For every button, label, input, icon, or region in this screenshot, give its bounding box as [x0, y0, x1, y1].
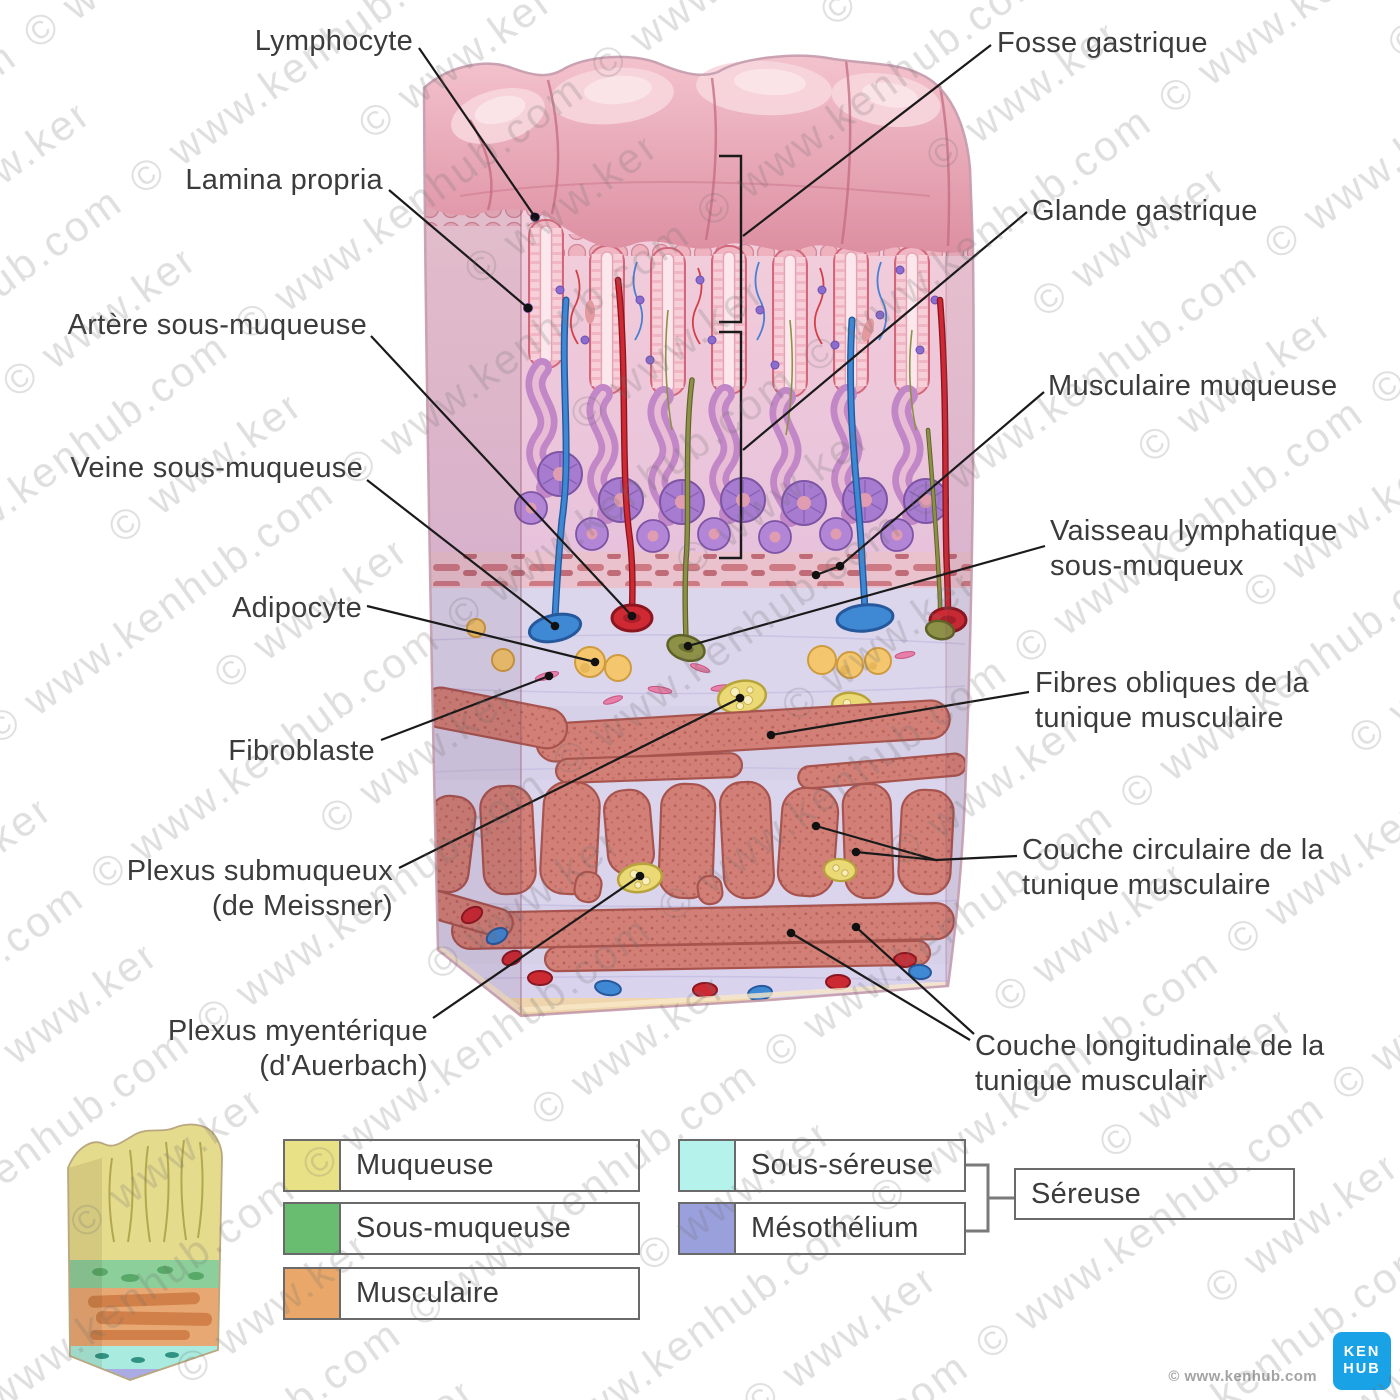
legend-item-sous-muqueuse: Sous-muqueuse	[283, 1202, 640, 1255]
label-fibres-obliques-line1: Fibres obliques de la	[1035, 667, 1309, 699]
legend-label-musculaire: Musculaire	[356, 1277, 500, 1309]
label-couche-longitudinale-line1: Couche longitudinale de la	[975, 1030, 1325, 1062]
label-plexus-submuqueux-line2: (de Meissner)	[211, 890, 393, 922]
legend-group-sereuse: Séreuse	[1014, 1168, 1295, 1220]
label-couche-longitudinale: Couche longitudinale de la tunique muscu…	[975, 1029, 1325, 1099]
legend-item-muqueuse: Muqueuse	[283, 1139, 640, 1192]
label-fosse-gastrique: Fosse gastrique	[997, 27, 1208, 59]
label-fibres-obliques: Fibres obliques de la tunique musculaire	[1035, 666, 1309, 736]
label-vaisseau-lymphatique: Vaisseau lymphatique sous-muqueux	[1050, 514, 1338, 584]
legend-label-mesothelium: Mésothélium	[751, 1212, 919, 1244]
label-plexus-myenterique-line2: (d'Auerbach)	[259, 1050, 428, 1082]
label-lymphocyte: Lymphocyte	[254, 25, 413, 57]
label-fibroblaste: Fibroblaste	[228, 735, 375, 767]
label-vaisseau-lymphatique-line1: Vaisseau lymphatique	[1050, 515, 1338, 547]
legend-item-mesothelium: Mésothélium	[678, 1202, 966, 1255]
label-artere-sous-muqueuse: Artère sous-muqueuse	[67, 309, 367, 341]
kenhub-logo: KEN HUB	[1333, 1332, 1391, 1390]
label-vaisseau-lymphatique-line2: sous-muqueux	[1050, 550, 1244, 582]
kenhub-logo-line2: HUB	[1343, 1361, 1381, 1377]
legend-bracket	[966, 1163, 1014, 1233]
legend-swatch-sous-muqueuse	[285, 1204, 341, 1253]
legend-swatch-muqueuse	[285, 1141, 341, 1190]
legend-label-sereuse: Séreuse	[1031, 1177, 1142, 1210]
label-veine-sous-muqueuse: Veine sous-muqueuse	[70, 452, 363, 484]
legend-swatch-mesothelium	[680, 1204, 736, 1253]
legend-item-sous-sereuse: Sous-séreuse	[678, 1139, 966, 1192]
label-fibres-obliques-line2: tunique musculaire	[1035, 702, 1284, 734]
label-plexus-myenterique: Plexus myentérique (d'Auerbach)	[168, 1014, 428, 1084]
legend-label-muqueuse: Muqueuse	[356, 1149, 494, 1181]
label-lamina-propria: Lamina propria	[185, 164, 383, 196]
label-couche-circulaire-line2: tunique musculaire	[1022, 869, 1271, 901]
label-plexus-myenterique-line1: Plexus myentérique	[167, 1015, 428, 1047]
copyright-text: © www.kenhub.com	[1168, 1368, 1317, 1385]
label-glande-gastrique: Glande gastrique	[1032, 195, 1258, 227]
label-couche-longitudinale-line2: tunique musculair	[975, 1065, 1208, 1097]
label-musculaire-muqueuse: Musculaire muqueuse	[1048, 370, 1338, 402]
label-couche-circulaire: Couche circulaire de la tunique musculai…	[1022, 833, 1324, 903]
label-plexus-submuqueux: Plexus submuqueux (de Meissner)	[127, 854, 393, 924]
label-plexus-submuqueux-line1: Plexus submuqueux	[126, 855, 393, 887]
legend-item-musculaire: Musculaire	[283, 1267, 640, 1320]
legend-swatch-sous-sereuse	[680, 1141, 736, 1190]
kenhub-logo-line1: KEN	[1343, 1344, 1381, 1360]
legend-label-sous-muqueuse: Sous-muqueuse	[356, 1212, 572, 1244]
label-adipocyte: Adipocyte	[231, 592, 362, 624]
legend-label-sous-sereuse: Sous-séreuse	[751, 1149, 934, 1181]
legend-swatch-musculaire	[285, 1269, 341, 1318]
layer-overview-thumbnail	[67, 1123, 223, 1381]
label-couche-circulaire-line1: Couche circulaire de la	[1022, 834, 1324, 866]
